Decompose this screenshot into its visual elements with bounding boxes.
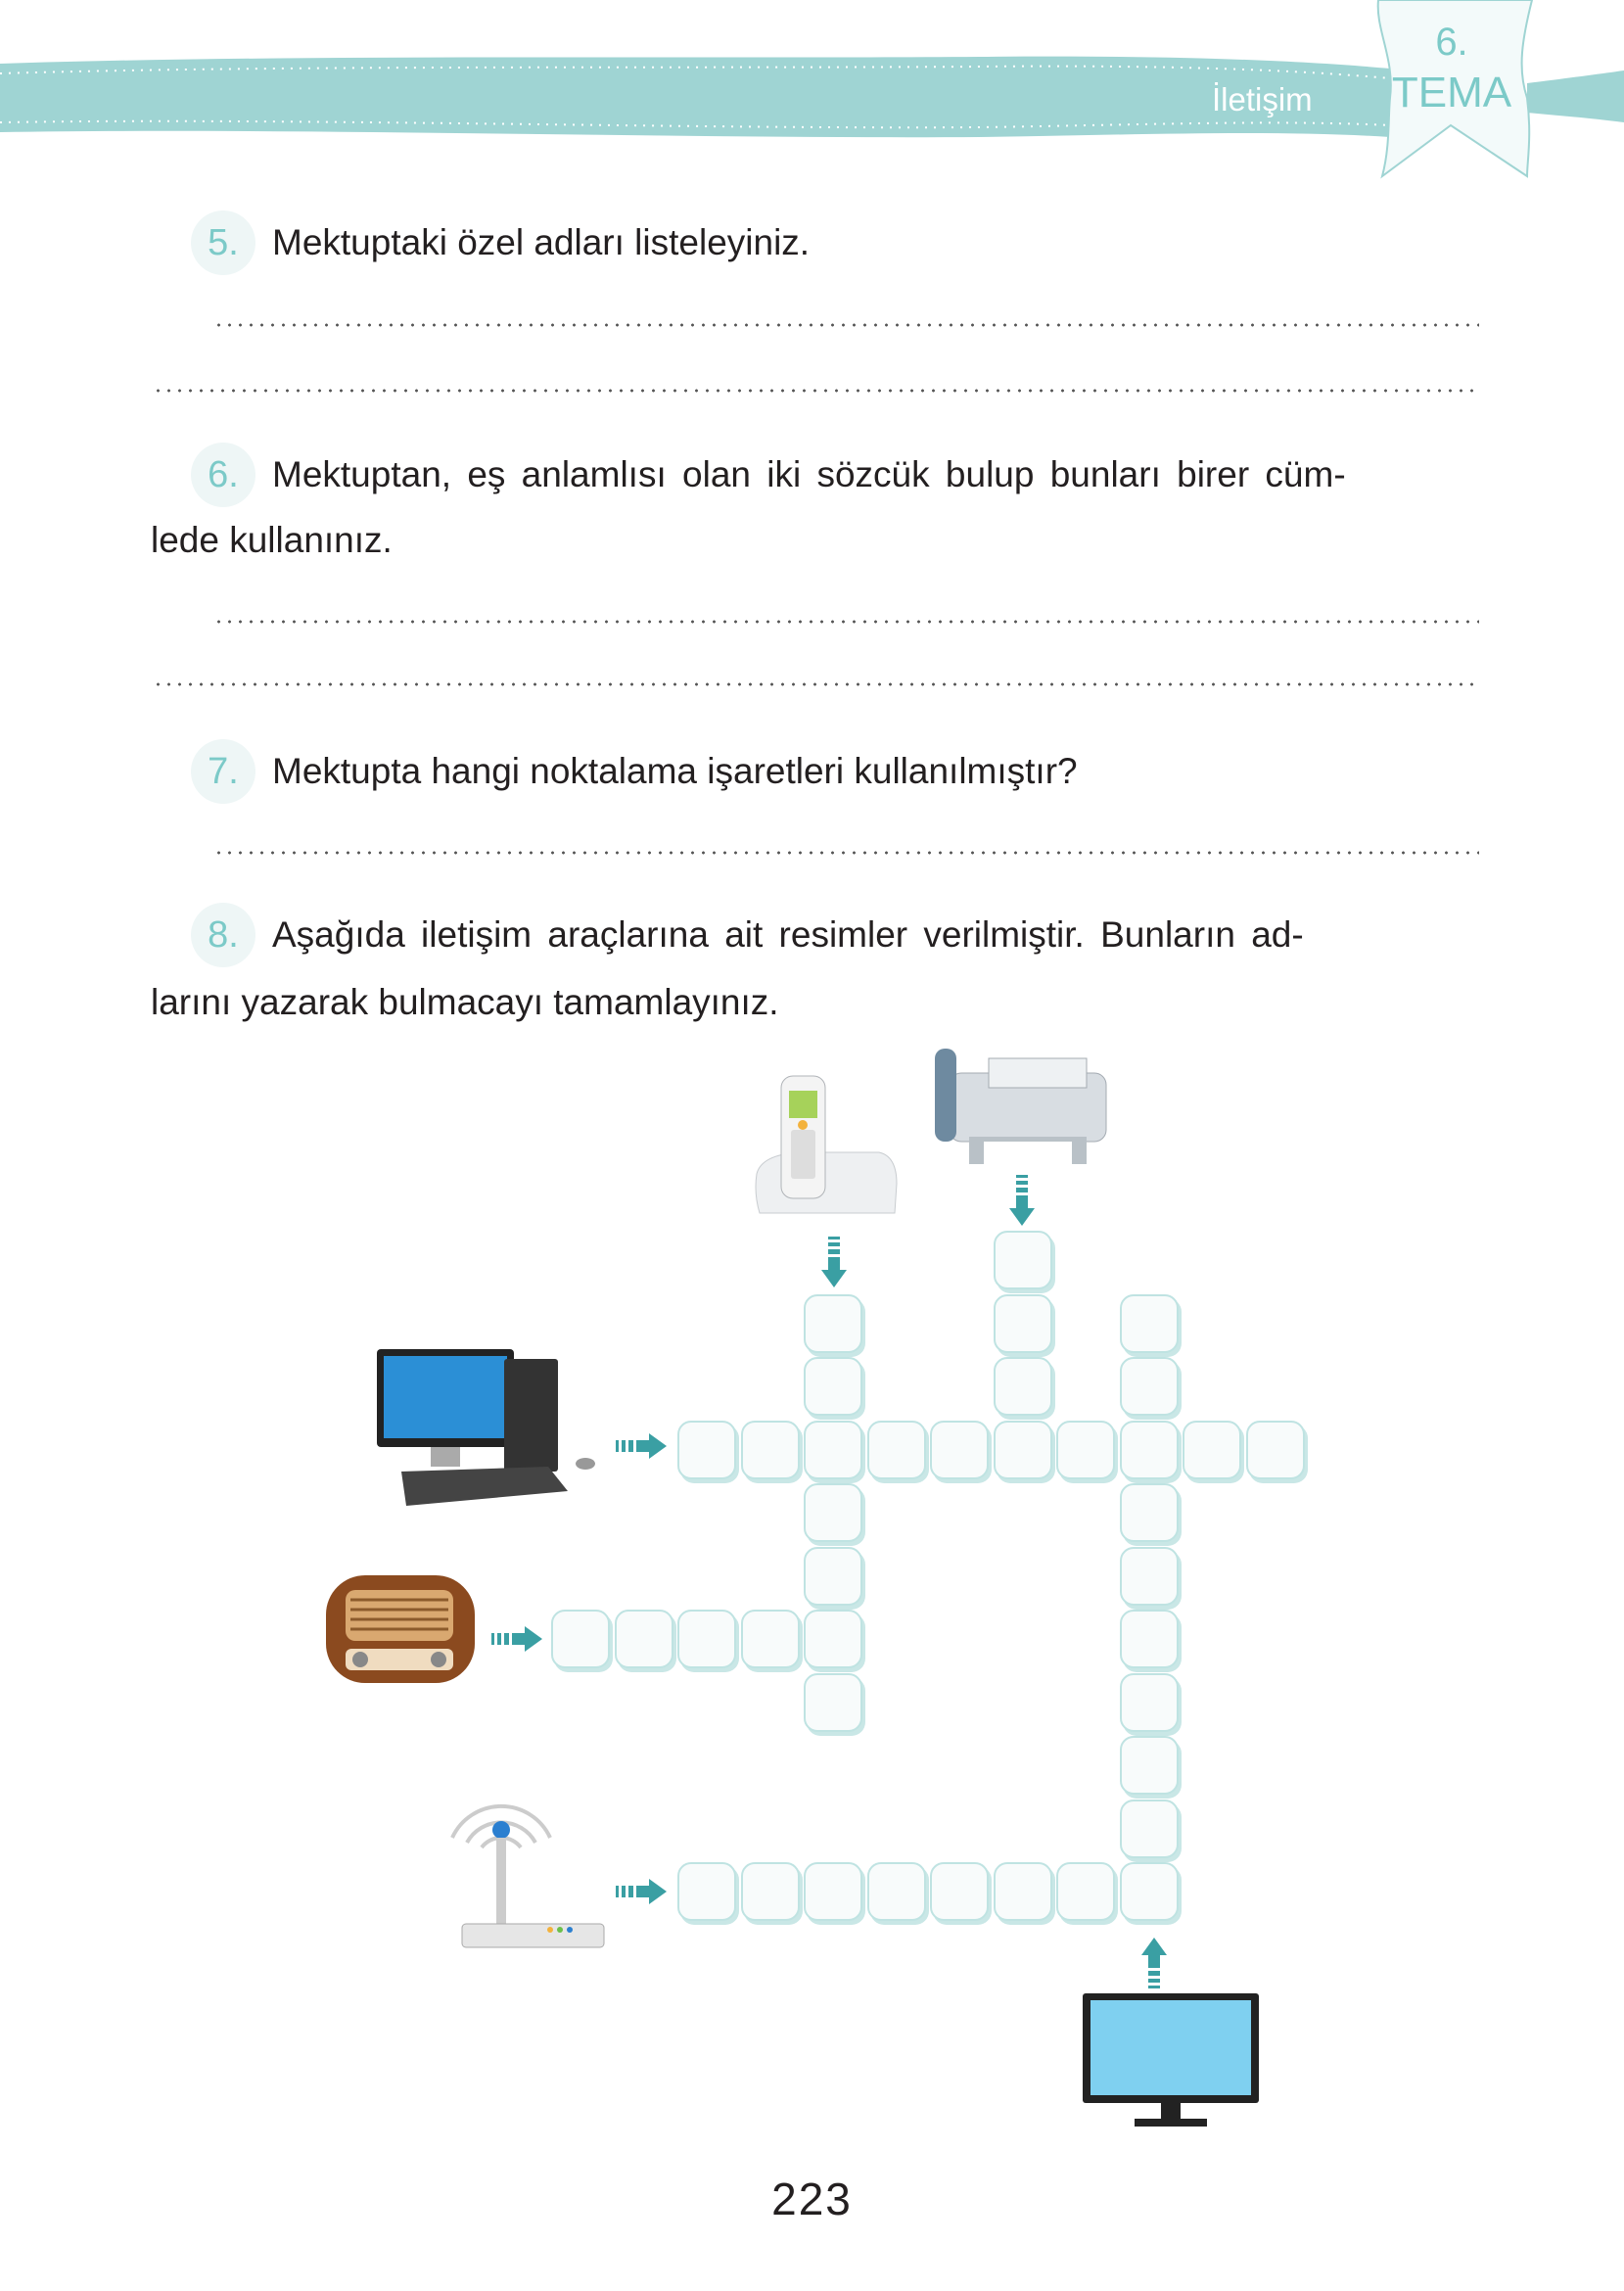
question-text: Mektuptan, eş anlamlısı olan iki sözcük … <box>272 454 1346 494</box>
television-icon <box>1083 1993 1259 2127</box>
crossword-cell[interactable] <box>1056 1420 1115 1479</box>
crossword-cell[interactable] <box>1119 1799 1179 1858</box>
crossword-cell[interactable] <box>614 1610 673 1668</box>
crossword-cell[interactable] <box>1119 1420 1179 1479</box>
wifi-router-icon <box>450 1803 605 1948</box>
question-number: 8. <box>191 903 255 967</box>
arrow-right-icon <box>491 1626 542 1652</box>
crossword-cell[interactable] <box>1119 1862 1179 1921</box>
answer-line[interactable] <box>213 323 1479 327</box>
crossword-cell[interactable] <box>804 1672 862 1732</box>
cordless-phone-icon <box>755 1075 898 1214</box>
crossword-cell[interactable] <box>804 1293 862 1353</box>
crossword-cell[interactable] <box>1119 1483 1179 1542</box>
crossword-cell[interactable] <box>740 1862 800 1921</box>
desktop-computer-icon <box>377 1349 595 1506</box>
question-number: 7. <box>191 739 255 804</box>
crossword-cell[interactable] <box>1119 1736 1179 1795</box>
crossword-cell[interactable] <box>993 1420 1052 1479</box>
arrow-right-icon <box>616 1433 667 1459</box>
crossword-cell[interactable] <box>993 1231 1052 1289</box>
crossword-cell[interactable] <box>993 1293 1052 1353</box>
arrow-down-icon <box>1009 1175 1035 1226</box>
crossword-cell[interactable] <box>677 1420 736 1479</box>
crossword-cell[interactable] <box>866 1420 926 1479</box>
crossword-cell[interactable] <box>804 1483 862 1542</box>
crossword-cell[interactable] <box>740 1610 800 1668</box>
question-text: Mektupta hangi noktalama işaretleri kull… <box>272 751 1078 791</box>
crossword-cell[interactable] <box>804 1546 862 1606</box>
crossword-cell[interactable] <box>804 1610 862 1668</box>
theme-name: İletişim <box>1212 81 1313 117</box>
crossword-cell[interactable] <box>804 1357 862 1416</box>
question-number: 5. <box>191 210 255 275</box>
crossword-cell[interactable] <box>1183 1420 1241 1479</box>
fax-machine-icon <box>935 1049 1107 1166</box>
crossword-cell[interactable] <box>1119 1672 1179 1732</box>
crossword-cell[interactable] <box>740 1420 800 1479</box>
crossword-cell[interactable] <box>993 1357 1052 1416</box>
crossword-cell[interactable] <box>1119 1610 1179 1668</box>
crossword-cell[interactable] <box>804 1862 862 1921</box>
arrow-right-icon <box>616 1879 667 1904</box>
question-text: Aşağıda iletişim araçlarına ait resimler… <box>272 914 1304 955</box>
crossword-cell[interactable] <box>1056 1862 1115 1921</box>
theme-label: TEMA <box>1391 69 1512 117</box>
crossword-cell[interactable] <box>866 1862 926 1921</box>
crossword-cell[interactable] <box>677 1610 736 1668</box>
question-text-cont: larını yazarak bulmacayı tamamlayınız. <box>151 982 779 1022</box>
crossword-cell[interactable] <box>551 1610 610 1668</box>
crossword-cell[interactable] <box>1245 1420 1305 1479</box>
answer-line[interactable] <box>153 389 1479 393</box>
question-number: 6. <box>191 443 255 507</box>
crossword-cell[interactable] <box>677 1862 736 1921</box>
arrow-up-icon <box>1141 1938 1167 1988</box>
theme-ribbon <box>0 0 1624 179</box>
question-text: Mektuptaki özel adları listeleyiniz. <box>272 222 811 262</box>
arrow-down-icon <box>821 1237 847 1287</box>
answer-line[interactable] <box>213 620 1479 624</box>
answer-line[interactable] <box>153 682 1479 686</box>
crossword-cell[interactable] <box>930 1420 989 1479</box>
crossword-cell[interactable] <box>804 1420 862 1479</box>
theme-number: 6. <box>1435 21 1468 64</box>
page-number: 223 <box>771 2174 853 2224</box>
crossword-cell[interactable] <box>1119 1293 1179 1353</box>
crossword-cell[interactable] <box>993 1862 1052 1921</box>
crossword-cell[interactable] <box>1119 1546 1179 1606</box>
question-text-cont: lede kullanınız. <box>151 520 393 560</box>
answer-line[interactable] <box>213 851 1479 855</box>
crossword-cell[interactable] <box>930 1862 989 1921</box>
radio-icon <box>326 1575 475 1683</box>
crossword-cell[interactable] <box>1119 1357 1179 1416</box>
